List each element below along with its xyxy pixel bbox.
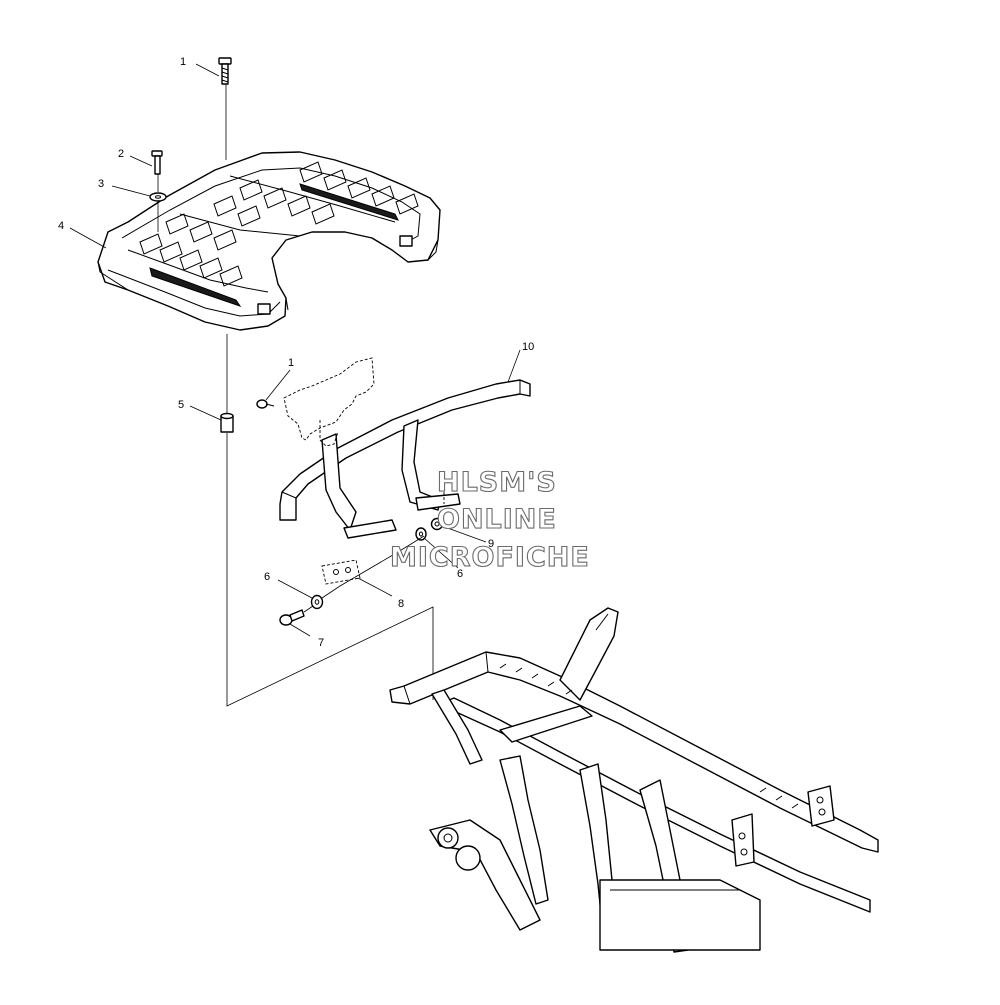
callout-3: 3 [98, 178, 104, 190]
lock-nut [430, 517, 444, 531]
callout-7: 7 [318, 637, 324, 649]
rack-bolt-long [218, 57, 232, 85]
washer-upper [149, 192, 167, 202]
washer-right [415, 527, 427, 541]
callout-4: 4 [58, 220, 64, 232]
atv-frame [389, 607, 879, 953]
watermark: HLSM'S ONLINE MICROFICHE [389, 466, 590, 573]
watermark-line-1: HLSM'S [437, 467, 557, 498]
callout-5: 5 [178, 399, 184, 411]
backing-plate [321, 559, 361, 585]
callout-6-right: 6 [457, 568, 463, 580]
bolt-lower [279, 609, 305, 626]
callout-1-top: 1 [180, 56, 186, 68]
callout-6-left: 6 [264, 571, 270, 583]
washer-left [310, 594, 324, 610]
fender-outline [283, 357, 375, 447]
callout-1-mid: 1 [288, 357, 294, 369]
spacer-sleeve [220, 412, 234, 433]
rack-bolt-short [151, 150, 163, 175]
callout-labels: 1 2 3 4 1 5 10 9 6 6 8 7 [58, 56, 534, 649]
callout-8: 8 [398, 598, 404, 610]
watermark-line-3: MICROFICHE [390, 542, 590, 573]
bumper-bolt [256, 399, 275, 409]
rear-rack [97, 151, 441, 331]
watermark-line-2: ONLINE [437, 504, 557, 535]
rear-bumper-bar [279, 379, 531, 539]
callout-2: 2 [118, 148, 124, 160]
callout-10: 10 [522, 341, 534, 353]
leader-lines [69, 63, 521, 637]
callout-9: 9 [488, 538, 494, 550]
